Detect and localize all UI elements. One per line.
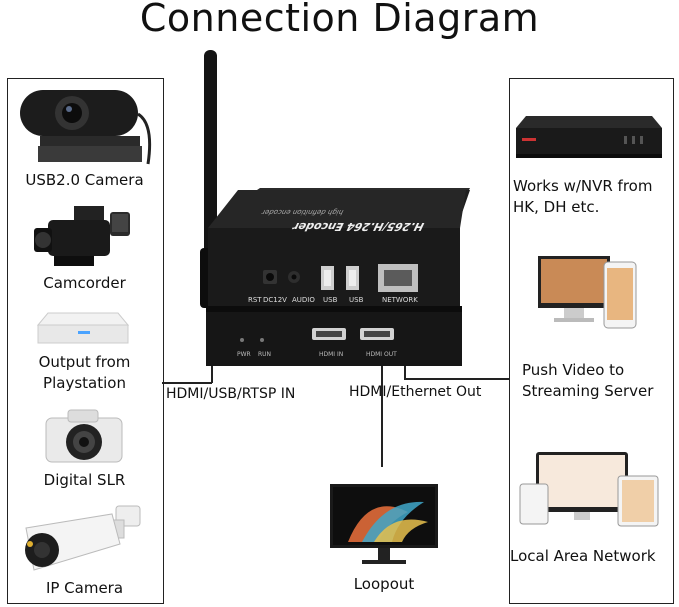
loopout-line (381, 365, 383, 467)
input-label-usb-camera: USB2.0 Camera (25, 171, 144, 189)
led-pwr-label: PWR (237, 351, 251, 358)
device-top-label: H.265/H.264 Encoder (289, 220, 427, 233)
output-label-nvr: Works w/NVR from HK, DH etc. (513, 177, 653, 216)
input-line-vertical (211, 365, 213, 383)
input-connection-label: HDMI/USB/RTSP IN (166, 386, 296, 402)
usb-camera-icon (20, 90, 152, 165)
camcorder-icon (34, 206, 130, 266)
input-label-ip-camera: IP Camera (45, 579, 124, 597)
input-line-horizontal (162, 382, 212, 384)
local-area-network-icon (519, 452, 659, 527)
input-label-camcorder: Camcorder (43, 274, 126, 292)
ip-camera-icon (25, 505, 141, 571)
input-label-digital-slr: Digital SLR (43, 471, 126, 489)
loopout-monitor-icon (330, 484, 438, 564)
port-hdmi-out-label: HDMI OUT (366, 351, 397, 358)
port-audio-label: AUDIO (292, 296, 315, 304)
port-usb1-label: USB (323, 296, 338, 304)
diagram-title: Connection Diagram (139, 0, 540, 40)
nvr-icon (516, 116, 662, 158)
output-label-streaming: Push Video to Streaming Server (522, 361, 654, 400)
digital-slr-icon (45, 409, 123, 463)
port-network-label: NETWORK (382, 296, 418, 304)
streaming-server-icon (538, 256, 637, 329)
output-line-vertical (404, 365, 406, 379)
port-hdmi-in-label: HDMI IN (319, 351, 344, 358)
loopout-label: Loopout (353, 575, 415, 593)
output-line-horizontal (404, 378, 510, 380)
port-usb2-label: USB (349, 296, 364, 304)
port-rst-label: RST (248, 296, 262, 304)
encoder-device (200, 50, 470, 366)
output-connection-label: HDMI/Ethernet Out (349, 384, 482, 400)
led-run-label: RUN (258, 351, 272, 358)
input-label-playstation: Output from Playstation (38, 353, 131, 392)
port-dc12v-label: DC12V (263, 296, 287, 304)
output-label-lan: Local Area Network (510, 547, 656, 565)
device-top-sublabel: high definition encoder (260, 208, 346, 216)
playstation-icon (36, 312, 130, 344)
